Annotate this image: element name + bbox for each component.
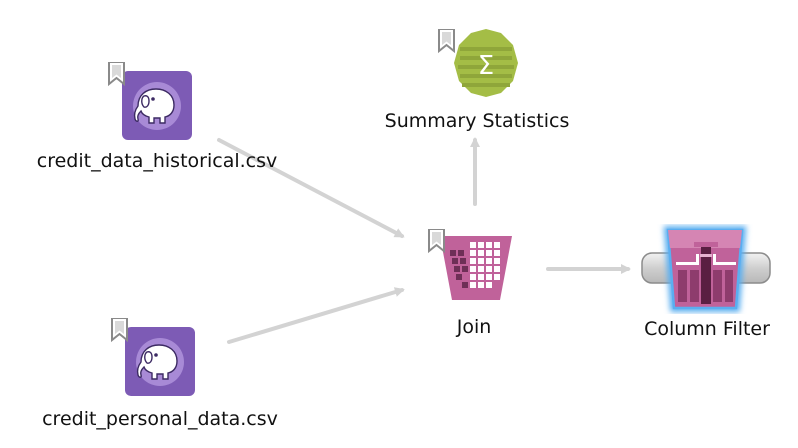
node-label-filter[interactable]: Column Filter (644, 318, 770, 340)
node-label-personal[interactable]: credit_personal_data.csv (42, 408, 278, 430)
sigma-icon: Σ (438, 28, 518, 97)
elephant-dataset-icon (111, 317, 195, 396)
join-icon (428, 228, 512, 300)
column-filter-icon (641, 226, 771, 312)
edge-personal-to-join (227, 287, 405, 344)
node-credit-personal-data[interactable] (111, 317, 197, 396)
node-label-join[interactable]: Join (456, 316, 492, 338)
elephant-dataset-icon (108, 61, 192, 140)
node-label-historical[interactable]: credit_data_historical.csv (36, 150, 278, 172)
svg-text:Σ: Σ (478, 51, 494, 81)
node-summary-statistics[interactable]: Σ (438, 28, 522, 103)
node-join[interactable] (428, 228, 514, 303)
edge-historical-to-join (217, 138, 405, 238)
node-credit-data-historical[interactable] (108, 61, 194, 140)
node-column-filter[interactable] (638, 224, 774, 314)
node-label-summary[interactable]: Summary Statistics (384, 110, 570, 132)
